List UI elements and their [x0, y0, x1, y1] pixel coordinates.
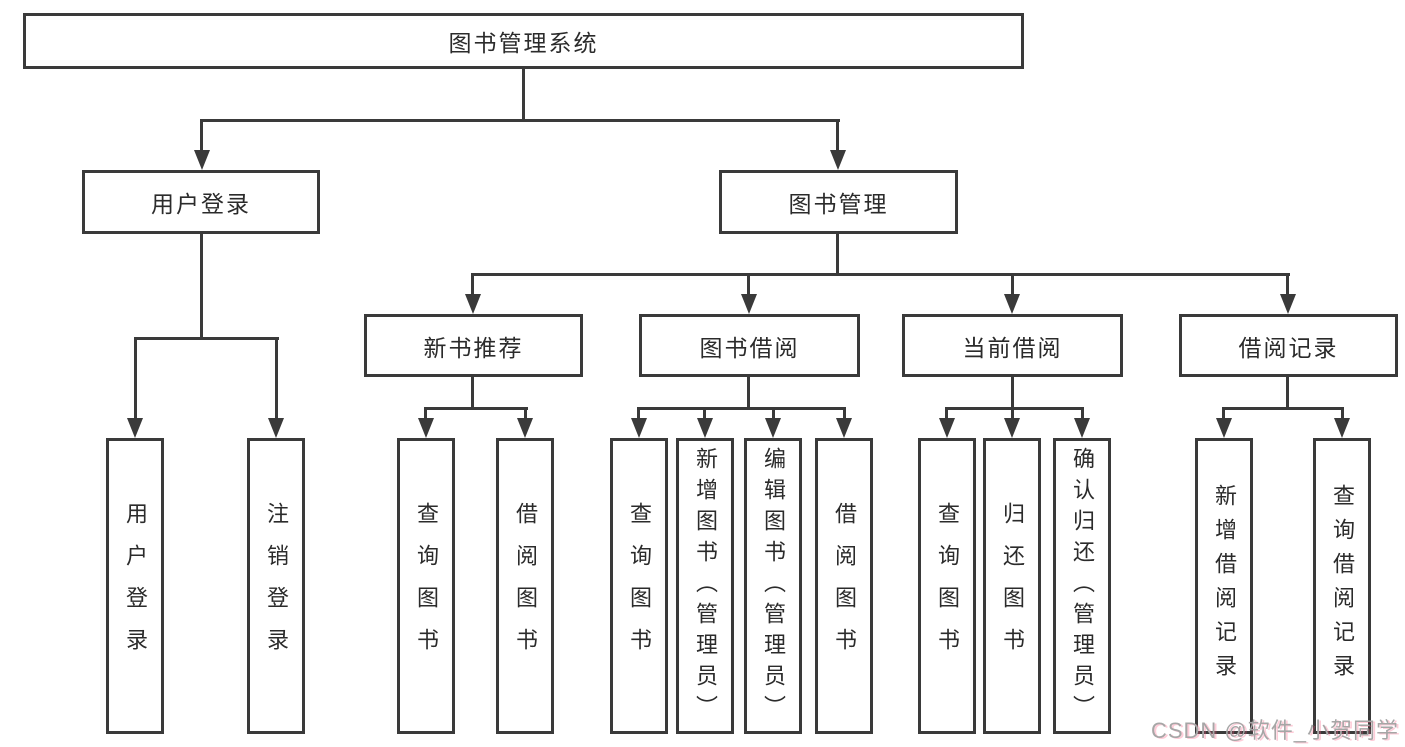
connector-line: [945, 407, 1084, 410]
connector-line: [703, 407, 706, 420]
connector-line: [1341, 407, 1344, 420]
leaf-return-book: 归还图书: [983, 438, 1041, 734]
leaf-label: 归还图书: [1000, 502, 1025, 670]
connector-line: [471, 273, 1290, 276]
node-current-borrowing: 当前借阅: [902, 314, 1123, 377]
arrowhead-icon: [631, 418, 647, 438]
node-book-management: 图书管理: [719, 170, 958, 234]
leaf-logout: 注销登录: [247, 438, 305, 734]
node-new-book-recommendation: 新书推荐: [364, 314, 583, 377]
leaf-confirm-return-admin: 确认归还（管理员）: [1053, 438, 1111, 734]
arrowhead-icon: [939, 418, 955, 438]
arrowhead-icon: [127, 418, 143, 438]
connector-line: [471, 273, 474, 296]
node-label: 借阅记录: [1238, 334, 1339, 361]
node-library-management-system: 图书管理系统: [23, 13, 1024, 69]
connector-line: [275, 337, 278, 420]
leaf-label: 新增借阅记录: [1212, 484, 1237, 688]
connector-line: [522, 69, 525, 119]
leaf-add-book-admin: 新增图书（管理员）: [676, 438, 734, 734]
connector-line: [843, 407, 846, 420]
arrowhead-icon: [830, 150, 846, 170]
leaf-query-books-current: 查询图书: [918, 438, 976, 734]
arrowhead-icon: [1334, 418, 1350, 438]
leaf-label: 查询图书: [627, 502, 652, 670]
node-borrowing-records: 借阅记录: [1179, 314, 1398, 377]
leaf-label: 查询图书: [414, 502, 439, 670]
leaf-add-borrow-record: 新增借阅记录: [1195, 438, 1253, 734]
connector-line: [1011, 377, 1014, 410]
leaf-borrow-books-recommend: 借阅图书: [496, 438, 554, 734]
node-label: 图书借阅: [699, 334, 800, 361]
arrowhead-icon: [268, 418, 284, 438]
leaf-label: 编辑图书（管理员）: [761, 446, 786, 726]
arrowhead-icon: [194, 150, 210, 170]
node-label: 图书管理系统: [448, 30, 599, 56]
arrowhead-icon: [1004, 294, 1020, 314]
leaf-edit-book-admin: 编辑图书（管理员）: [744, 438, 802, 734]
leaf-label: 查询借阅记录: [1330, 484, 1355, 688]
connector-line: [1222, 407, 1344, 410]
leaf-label: 借阅图书: [832, 502, 857, 670]
connector-line: [524, 407, 527, 420]
connector-line: [945, 407, 948, 420]
leaf-label: 用户登录: [123, 502, 148, 670]
connector-line: [425, 407, 528, 410]
connector-line: [1286, 273, 1289, 296]
node-label: 用户登录: [151, 191, 251, 217]
node-label: 图书管理: [788, 191, 889, 217]
node-label: 当前借阅: [962, 334, 1063, 361]
arrowhead-icon: [1074, 418, 1090, 438]
arrowhead-icon: [765, 418, 781, 438]
arrowhead-icon: [517, 418, 533, 438]
arrowhead-icon: [418, 418, 434, 438]
connector-line: [424, 407, 427, 420]
leaf-query-books-borrowing: 查询图书: [610, 438, 668, 734]
connector-line: [1286, 377, 1289, 410]
arrowhead-icon: [1004, 418, 1020, 438]
connector-line: [200, 119, 840, 122]
connector-line: [134, 337, 137, 420]
leaf-user-login: 用户登录: [106, 438, 164, 734]
leaf-query-books-recommend: 查询图书: [397, 438, 455, 734]
node-book-borrowing: 图书借阅: [639, 314, 860, 377]
connector-line: [836, 234, 839, 276]
arrowhead-icon: [836, 418, 852, 438]
connector-line: [747, 273, 750, 296]
connector-line: [637, 407, 640, 420]
arrowhead-icon: [697, 418, 713, 438]
leaf-borrow-books-borrowing: 借阅图书: [815, 438, 873, 734]
arrowhead-icon: [465, 294, 481, 314]
csdn-watermark: CSDN @软件_小贺同学: [1150, 718, 1399, 743]
arrowhead-icon: [1280, 294, 1296, 314]
connector-line: [200, 234, 203, 340]
connector-line: [471, 377, 474, 410]
arrowhead-icon: [1216, 418, 1232, 438]
node-user-login: 用户登录: [82, 170, 320, 234]
leaf-query-borrow-record: 查询借阅记录: [1313, 438, 1371, 734]
leaf-label: 借阅图书: [513, 502, 538, 670]
leaf-label: 注销登录: [264, 502, 289, 670]
node-label: 新书推荐: [423, 334, 524, 361]
leaf-label: 确认归还（管理员）: [1070, 446, 1095, 726]
connector-line: [200, 119, 203, 151]
connector-line: [836, 119, 839, 151]
connector-line: [1011, 407, 1014, 420]
connector-line: [1011, 273, 1014, 296]
connector-line: [134, 337, 279, 340]
connector-line: [772, 407, 775, 420]
connector-line: [1222, 407, 1225, 420]
connector-line: [747, 377, 750, 410]
leaf-label: 查询图书: [935, 502, 960, 670]
arrowhead-icon: [741, 294, 757, 314]
connector-line: [1081, 407, 1084, 420]
leaf-label: 新增图书（管理员）: [693, 446, 718, 726]
connector-line: [637, 407, 846, 410]
